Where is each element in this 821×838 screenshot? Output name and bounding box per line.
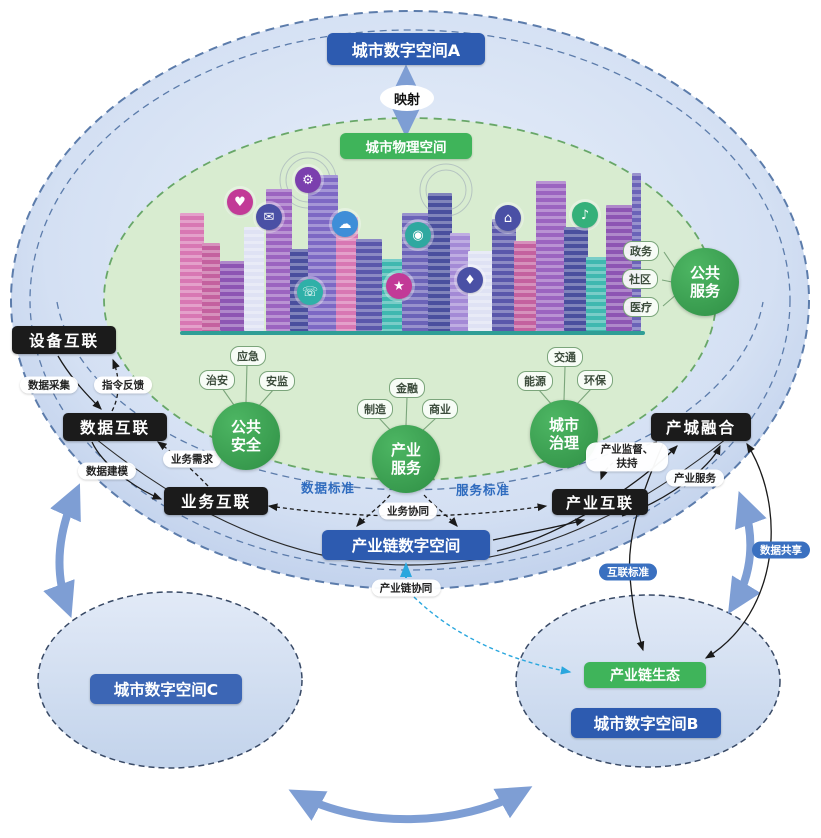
edge-label-data-standard: 数据标准 xyxy=(300,480,356,496)
circle-public-service-line1: 公共 xyxy=(689,264,720,282)
edge-label-biz-demand: 业务需求 xyxy=(163,450,221,468)
circle-industry-service-line1: 产业 xyxy=(390,441,421,459)
edge-label-service-standard: 服务标准 xyxy=(455,482,511,498)
node-city-physical-space: 城市物理空间 xyxy=(340,133,472,159)
circle-public-safety-line1: 公共 xyxy=(230,418,261,436)
bubble-community: 社区 xyxy=(622,269,658,289)
cart-icon: ⚙ xyxy=(295,167,321,193)
chaincollab-to-chaineco-arrow xyxy=(413,596,572,675)
circle-city-governance-line2: 治理 xyxy=(548,434,579,452)
circle-industry-service: 产业 服务 xyxy=(372,425,440,493)
edge-label-biz-collab: 业务协同 xyxy=(379,502,437,520)
building xyxy=(336,217,358,331)
leaf-icon: ♪ xyxy=(572,202,598,228)
bubble-transport: 交通 xyxy=(547,347,583,367)
edge-label-mapping: 映射 xyxy=(380,85,434,111)
building xyxy=(220,261,246,331)
edge-label-data-share: 数据共享 xyxy=(752,541,810,559)
wifi-icon: ☁ xyxy=(332,211,358,237)
node-city-digital-space-a: 城市数字空间A xyxy=(327,33,485,65)
bubble-finance: 金融 xyxy=(389,378,425,398)
edge-label-industry-supervision-l1: 产业监督、 xyxy=(600,443,654,456)
building xyxy=(308,175,338,331)
circle-public-safety: 公共 安全 xyxy=(212,402,280,470)
industry-band-arc xyxy=(56,301,764,491)
chain-collab-arrows xyxy=(400,562,572,675)
phone-icon: ☏ xyxy=(297,279,323,305)
inner-ring-ellipse xyxy=(29,29,791,571)
heart-icon: ♥ xyxy=(227,189,253,215)
main-to-b-arrow xyxy=(727,490,767,615)
circle-public-service-line2: 服务 xyxy=(689,282,720,300)
building xyxy=(586,257,608,331)
node-chain-digital-space: 产业链数字空间 xyxy=(322,530,490,560)
edge-label-industry-service: 产业服务 xyxy=(666,469,724,487)
pin-icon: ♦ xyxy=(457,267,483,293)
circle-public-service: 公共 服务 xyxy=(671,248,739,316)
edge-label-link-standard: 互联标准 xyxy=(599,563,657,581)
node-device-link: 设备互联 xyxy=(12,326,116,354)
bed-icon: ⌂ xyxy=(495,205,521,231)
device-to-data-arrow xyxy=(57,355,102,410)
bubble-environment: 环保 xyxy=(577,370,613,390)
search-icon: ★ xyxy=(386,273,412,299)
bubble-safety-supervision: 安监 xyxy=(259,371,295,391)
node-city-digital-space-b: 城市数字空间B xyxy=(571,708,721,738)
building xyxy=(180,213,204,331)
edge-label-industry-supervision-l2: 扶持 xyxy=(616,457,638,469)
node-industry-city-fusion: 产城融合 xyxy=(651,413,751,441)
edge-label-chain-collab: 产业链协同 xyxy=(371,579,441,597)
bubble-emergency: 应急 xyxy=(230,346,266,366)
building xyxy=(514,241,536,331)
node-city-digital-space-c: 城市数字空间C xyxy=(90,674,242,704)
edge-label-industry-supervision: 产业监督、 扶持 xyxy=(586,442,668,472)
service-to-chainspace-right-arrow xyxy=(423,494,458,527)
bubble-energy: 能源 xyxy=(517,371,553,391)
edge-label-cmd-feedback: 指令反馈 xyxy=(94,376,152,394)
edge-label-data-model: 数据建模 xyxy=(78,462,136,480)
building xyxy=(428,193,452,331)
building xyxy=(492,219,516,331)
chat-icon: ✉ xyxy=(256,204,282,230)
city-ground xyxy=(180,331,645,335)
chainspace-to-industrylink-arrow xyxy=(492,518,586,541)
node-industry-link: 产业互联 xyxy=(552,489,648,515)
edge-label-data-collect: 数据采集 xyxy=(20,376,78,394)
business-industry-collab-arrow xyxy=(267,503,548,517)
node-business-link: 业务互联 xyxy=(164,487,268,515)
city-illustration xyxy=(180,158,645,335)
bubble-security: 治安 xyxy=(199,370,235,390)
node-chain-ecosystem: 产业链生态 xyxy=(584,662,706,688)
bubble-medical: 医疗 xyxy=(623,297,659,317)
service-to-chainspace-left-arrow xyxy=(356,494,391,527)
building xyxy=(244,227,264,331)
building xyxy=(202,243,220,331)
bubble-commerce: 商业 xyxy=(422,399,458,419)
circle-city-governance-line1: 城市 xyxy=(548,416,579,434)
circle-industry-service-line2: 服务 xyxy=(390,459,421,477)
building xyxy=(536,181,566,331)
c-to-b-arrow xyxy=(288,786,533,824)
main-to-c-arrow xyxy=(43,483,81,618)
node-data-link: 数据互联 xyxy=(63,413,167,441)
circle-public-safety-line2: 安全 xyxy=(230,436,261,454)
building xyxy=(356,239,382,331)
camera-icon: ◉ xyxy=(405,222,431,248)
bubble-government: 政务 xyxy=(623,241,659,261)
bubble-manufacturing: 制造 xyxy=(357,399,393,419)
building xyxy=(564,227,588,331)
